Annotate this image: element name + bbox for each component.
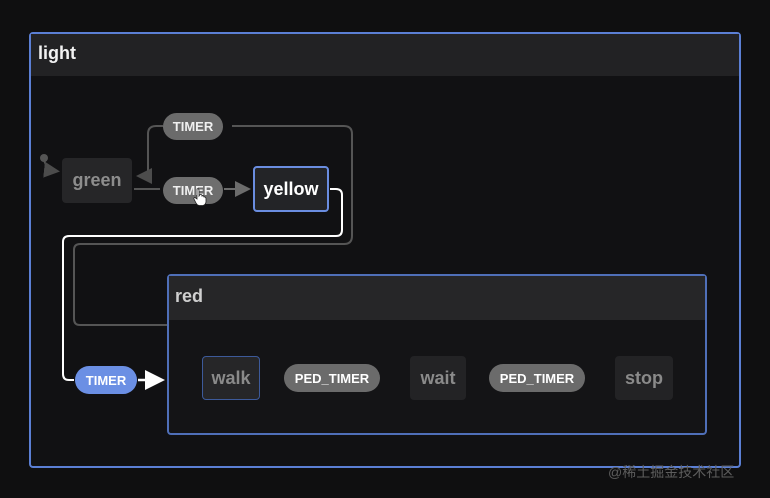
state-yellow[interactable]: yellow <box>253 166 329 212</box>
hand-pointer-icon <box>193 188 207 206</box>
light-machine-title: light <box>38 43 76 63</box>
event-ped-timer-wait-to-stop[interactable]: PED_TIMER <box>489 364 585 392</box>
state-wait[interactable]: wait <box>410 356 466 400</box>
state-walk[interactable]: walk <box>202 356 260 400</box>
state-red-title: red <box>175 286 204 306</box>
state-green[interactable]: green <box>62 158 132 203</box>
state-stop[interactable]: stop <box>615 356 673 400</box>
light-machine-header <box>31 34 739 76</box>
event-ped-timer-walk-to-wait[interactable]: PED_TIMER <box>284 364 380 392</box>
state-red-header <box>169 276 705 320</box>
event-timer-green-to-yellow[interactable]: TIMER <box>163 177 223 204</box>
event-timer-yellow-to-red[interactable]: TIMER <box>75 366 137 394</box>
event-timer-red-to-green[interactable]: TIMER <box>163 113 223 140</box>
watermark: @稀土掘金技术社区 <box>608 464 735 480</box>
